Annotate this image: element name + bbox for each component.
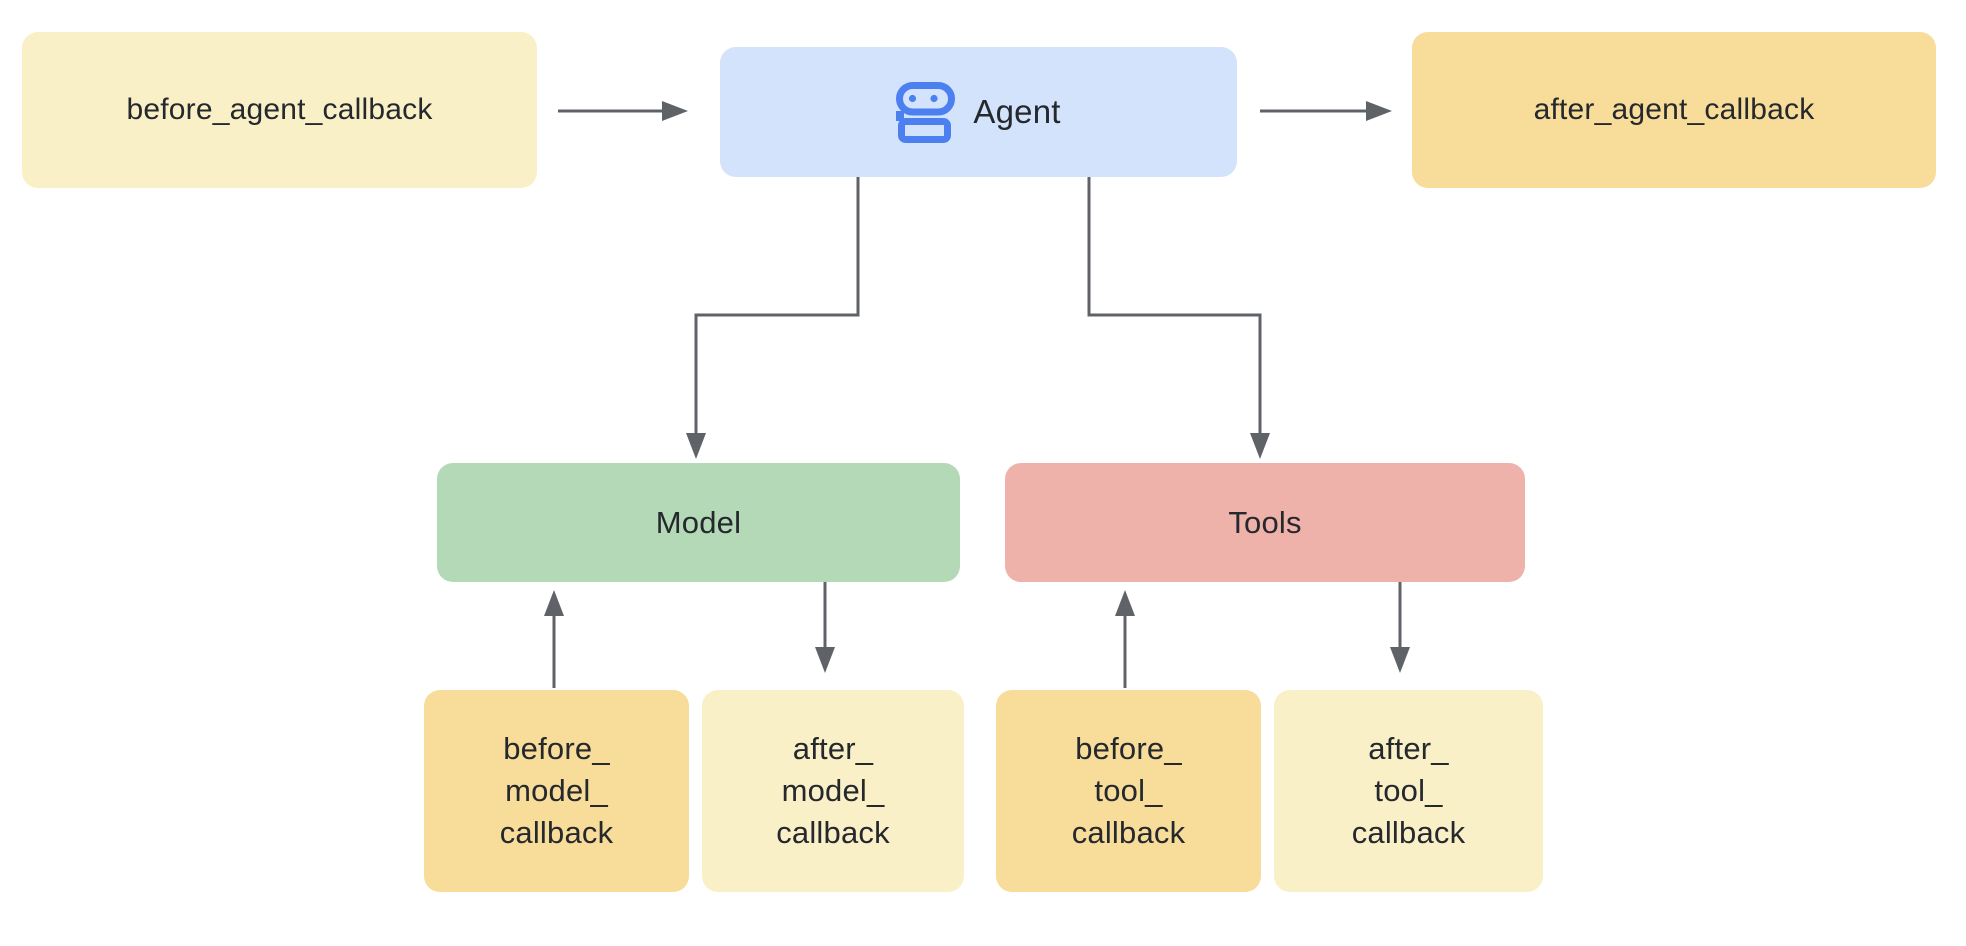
- node-before-model-callback: before_ model_ callback: [424, 690, 689, 892]
- node-before-agent-callback-label: before_agent_callback: [126, 93, 433, 126]
- node-model: Model: [437, 463, 960, 582]
- node-before-tool-callback: before_ tool_ callback: [996, 690, 1261, 892]
- node-agent: Agent: [720, 47, 1237, 177]
- label-line: callback: [499, 815, 614, 850]
- node-before-agent-callback: before_agent_callback: [22, 32, 537, 188]
- label-line: after_: [1368, 731, 1449, 766]
- node-after-tool-callback: after_ tool_ callback: [1274, 690, 1543, 892]
- node-after-agent-callback-label: after_agent_callback: [1533, 93, 1815, 126]
- label-line: model_: [505, 773, 608, 808]
- arrow-agent-to-after-agent: [1260, 101, 1392, 121]
- node-after-agent-callback: after_agent_callback: [1412, 32, 1936, 188]
- arrow-model-to-after-model: [815, 582, 835, 673]
- arrow-agent-to-model: [686, 177, 860, 459]
- arrow-agent-to-tools: [1087, 177, 1270, 459]
- label-line: callback: [776, 815, 890, 850]
- arrow-before-model-to-model: [544, 590, 564, 688]
- robot-icon: [896, 81, 956, 143]
- label-line: before_: [503, 731, 610, 766]
- node-agent-label: Agent: [973, 93, 1061, 130]
- arrow-before-tool-to-tools: [1115, 590, 1135, 688]
- label-line: before_: [1075, 731, 1182, 766]
- label-line: callback: [1351, 815, 1466, 850]
- arrow-before-agent-to-agent: [558, 101, 688, 121]
- node-tools-label: Tools: [1228, 504, 1302, 540]
- node-after-model-callback: after_ model_ callback: [702, 690, 964, 892]
- label-line: tool_: [1094, 773, 1163, 808]
- label-line: callback: [1071, 815, 1186, 850]
- node-model-label: Model: [655, 504, 742, 540]
- node-tools: Tools: [1005, 463, 1525, 582]
- label-line: after_: [792, 731, 874, 766]
- arrow-tools-to-after-tool: [1390, 582, 1410, 673]
- label-line: tool_: [1374, 773, 1443, 808]
- label-line: model_: [781, 773, 885, 808]
